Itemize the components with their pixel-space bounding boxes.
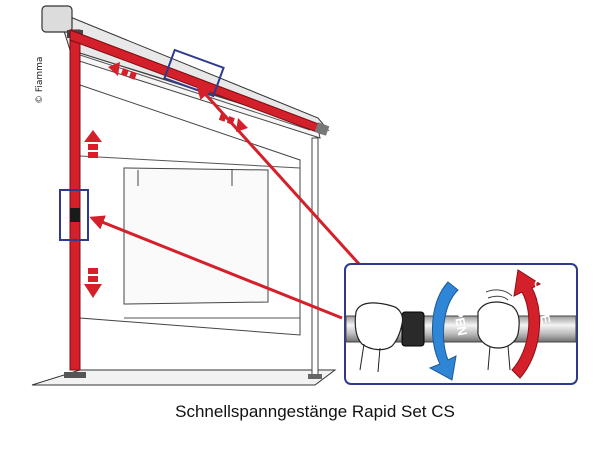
- figure-caption: Schnellspanngestänge Rapid Set CS: [175, 402, 455, 421]
- close-arrow-icon: [511, 269, 542, 379]
- pointer-line-lower: [89, 215, 343, 320]
- open-label: OPEN: [449, 298, 470, 337]
- rafter-clamp-callout: [163, 48, 225, 98]
- clamp-lever: [401, 311, 425, 347]
- retract-arrow-icon: [108, 62, 137, 80]
- right-hand-icon: [477, 301, 520, 349]
- open-arrow-icon: [428, 281, 459, 381]
- left-hand-icon: [354, 302, 404, 351]
- up-arrow-icon: [84, 130, 102, 158]
- pole-clamp-callout: [59, 189, 89, 241]
- right-leg: [311, 137, 319, 379]
- awning-cassette: [41, 5, 73, 33]
- down-arrow-icon: [84, 268, 102, 298]
- copyright-notice: © Fiamma: [35, 56, 45, 104]
- pointer-line-upper: [195, 83, 390, 298]
- window: [123, 167, 269, 305]
- left-pole: [69, 29, 81, 371]
